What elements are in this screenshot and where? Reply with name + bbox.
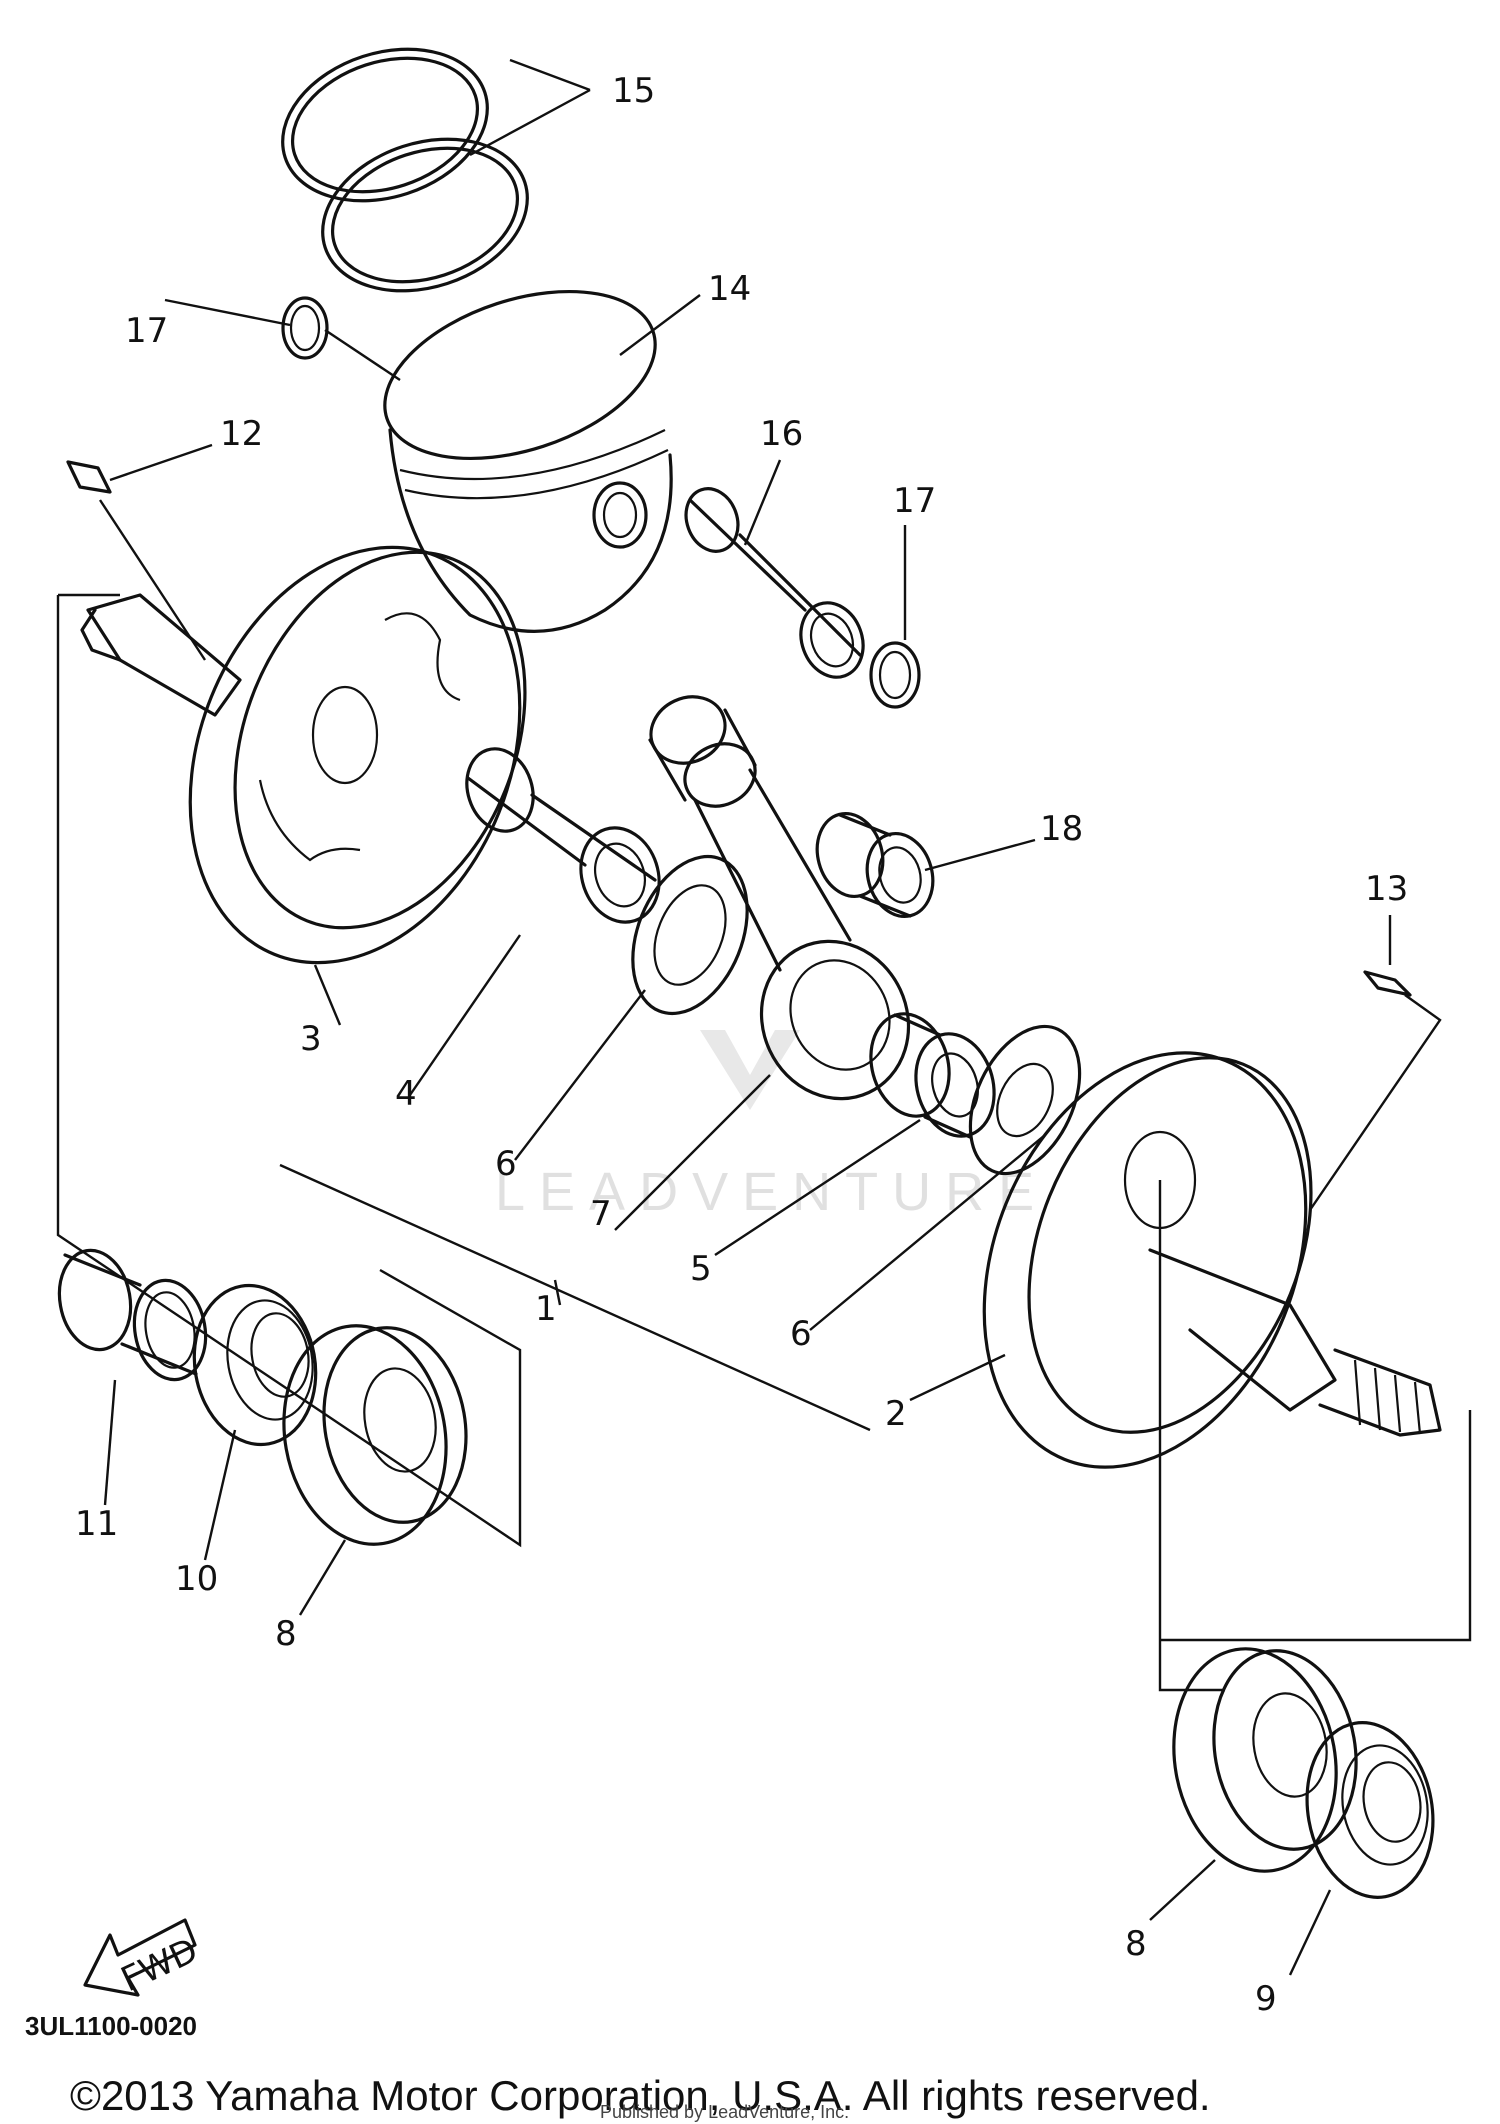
assembly-brackets: [56, 593, 1472, 1692]
callout-labels: 15 14 17 12 16 17 18 13 3 4 6 7 1 5 6 2 …: [75, 71, 1408, 2019]
fwd-arrow: FWD: [83, 1918, 204, 2000]
crank-half-left: [80, 545, 527, 965]
callout-3: 3: [300, 1019, 322, 1059]
callout-17-right: 17: [893, 481, 936, 521]
watermark-text: LEADVENTURE: [495, 1162, 1048, 1222]
leader-lines: [98, 58, 1442, 1976]
bearing-left: [282, 1324, 468, 1546]
fwd-label: FWD: [115, 1930, 204, 2000]
callout-1: 1: [535, 1289, 557, 1329]
piston-rings: [281, 47, 529, 293]
callout-8-right: 8: [1125, 1924, 1147, 1964]
callout-6-right: 6: [790, 1314, 812, 1354]
oil-seal-left: [192, 1283, 318, 1447]
callout-16: 16: [760, 414, 803, 454]
publisher-text: Published by LeadVenture, Inc.: [600, 2102, 849, 2122]
callout-9: 9: [1255, 1979, 1277, 2019]
oil-seal-right: [1305, 1721, 1435, 1899]
piston: [383, 289, 673, 633]
big-end-bearing: [869, 1012, 996, 1139]
callout-15: 15: [612, 71, 655, 111]
callout-8-left: 8: [275, 1614, 297, 1654]
woodruff-key-right: [1363, 970, 1412, 997]
callout-2: 2: [885, 1394, 907, 1434]
bearing-right: [1172, 1647, 1358, 1873]
connecting-rod: [648, 695, 911, 1101]
copyright-text: ©2013 Yamaha Motor Corporation, U.S.A. A…: [70, 2072, 1211, 2119]
callout-17-left: 17: [125, 311, 168, 351]
callout-13: 13: [1365, 869, 1408, 909]
callout-4: 4: [395, 1074, 417, 1114]
callout-12: 12: [220, 414, 263, 454]
callout-11: 11: [75, 1504, 118, 1544]
thrust-washer-right: [968, 1024, 1082, 1176]
callout-6-left: 6: [495, 1144, 517, 1184]
callout-5: 5: [690, 1249, 712, 1289]
thrust-washer-left: [631, 854, 749, 1016]
piston-pin: [684, 487, 865, 679]
crank-pin: [465, 747, 661, 924]
diagram-code: 3UL1100-0020: [25, 2011, 197, 2041]
callout-7: 7: [590, 1194, 612, 1234]
watermark: LEADVENTURE: [495, 1030, 1048, 1222]
woodruff-key-left: [66, 460, 112, 494]
collar: [57, 1248, 208, 1382]
callout-14: 14: [708, 269, 751, 309]
callout-10: 10: [175, 1559, 218, 1599]
crank-half-right: [982, 1051, 1442, 1469]
circlip-right: [869, 641, 921, 709]
callout-18: 18: [1040, 809, 1083, 849]
circlip-left: [281, 296, 329, 360]
small-end-bearing: [815, 811, 935, 919]
